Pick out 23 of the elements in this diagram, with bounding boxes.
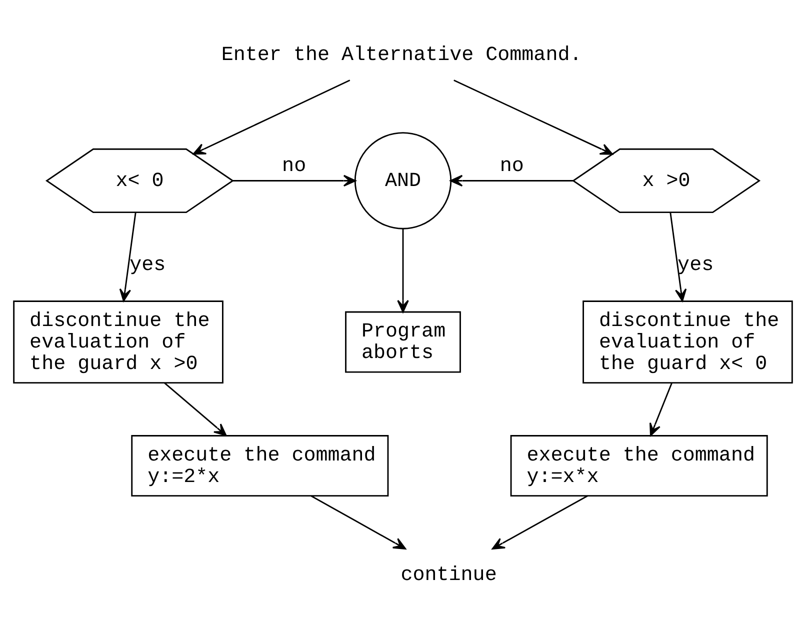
- arrow: [650, 382, 672, 436]
- edge-label: no: [282, 155, 306, 178]
- node-box: execute the command y:=x*x: [510, 435, 768, 497]
- arrow: [232, 174, 356, 187]
- edge-label: yes: [130, 254, 166, 278]
- arrow: [670, 212, 687, 302]
- arrow: [164, 382, 227, 436]
- arrow: [454, 80, 613, 155]
- arrow: [492, 495, 588, 550]
- arrow: [119, 212, 136, 302]
- node-box: execute the command y:=2*x: [131, 435, 389, 497]
- node-box: discontinue the evaluation of the guard x >0: [13, 300, 224, 384]
- arrow: [310, 495, 406, 550]
- node-text: continue: [400, 564, 497, 587]
- edge-label: yes: [678, 254, 714, 278]
- node-text: Enter the Alternative Command.: [221, 44, 582, 67]
- node-box: discontinue the evaluation of the guard x< 0: [582, 300, 793, 384]
- edge-label: no: [500, 155, 524, 178]
- arrow: [450, 174, 574, 187]
- node-box: Program aborts: [345, 311, 461, 373]
- arrow: [397, 228, 409, 313]
- arrow: [192, 80, 350, 155]
- node-circle: AND: [354, 132, 452, 230]
